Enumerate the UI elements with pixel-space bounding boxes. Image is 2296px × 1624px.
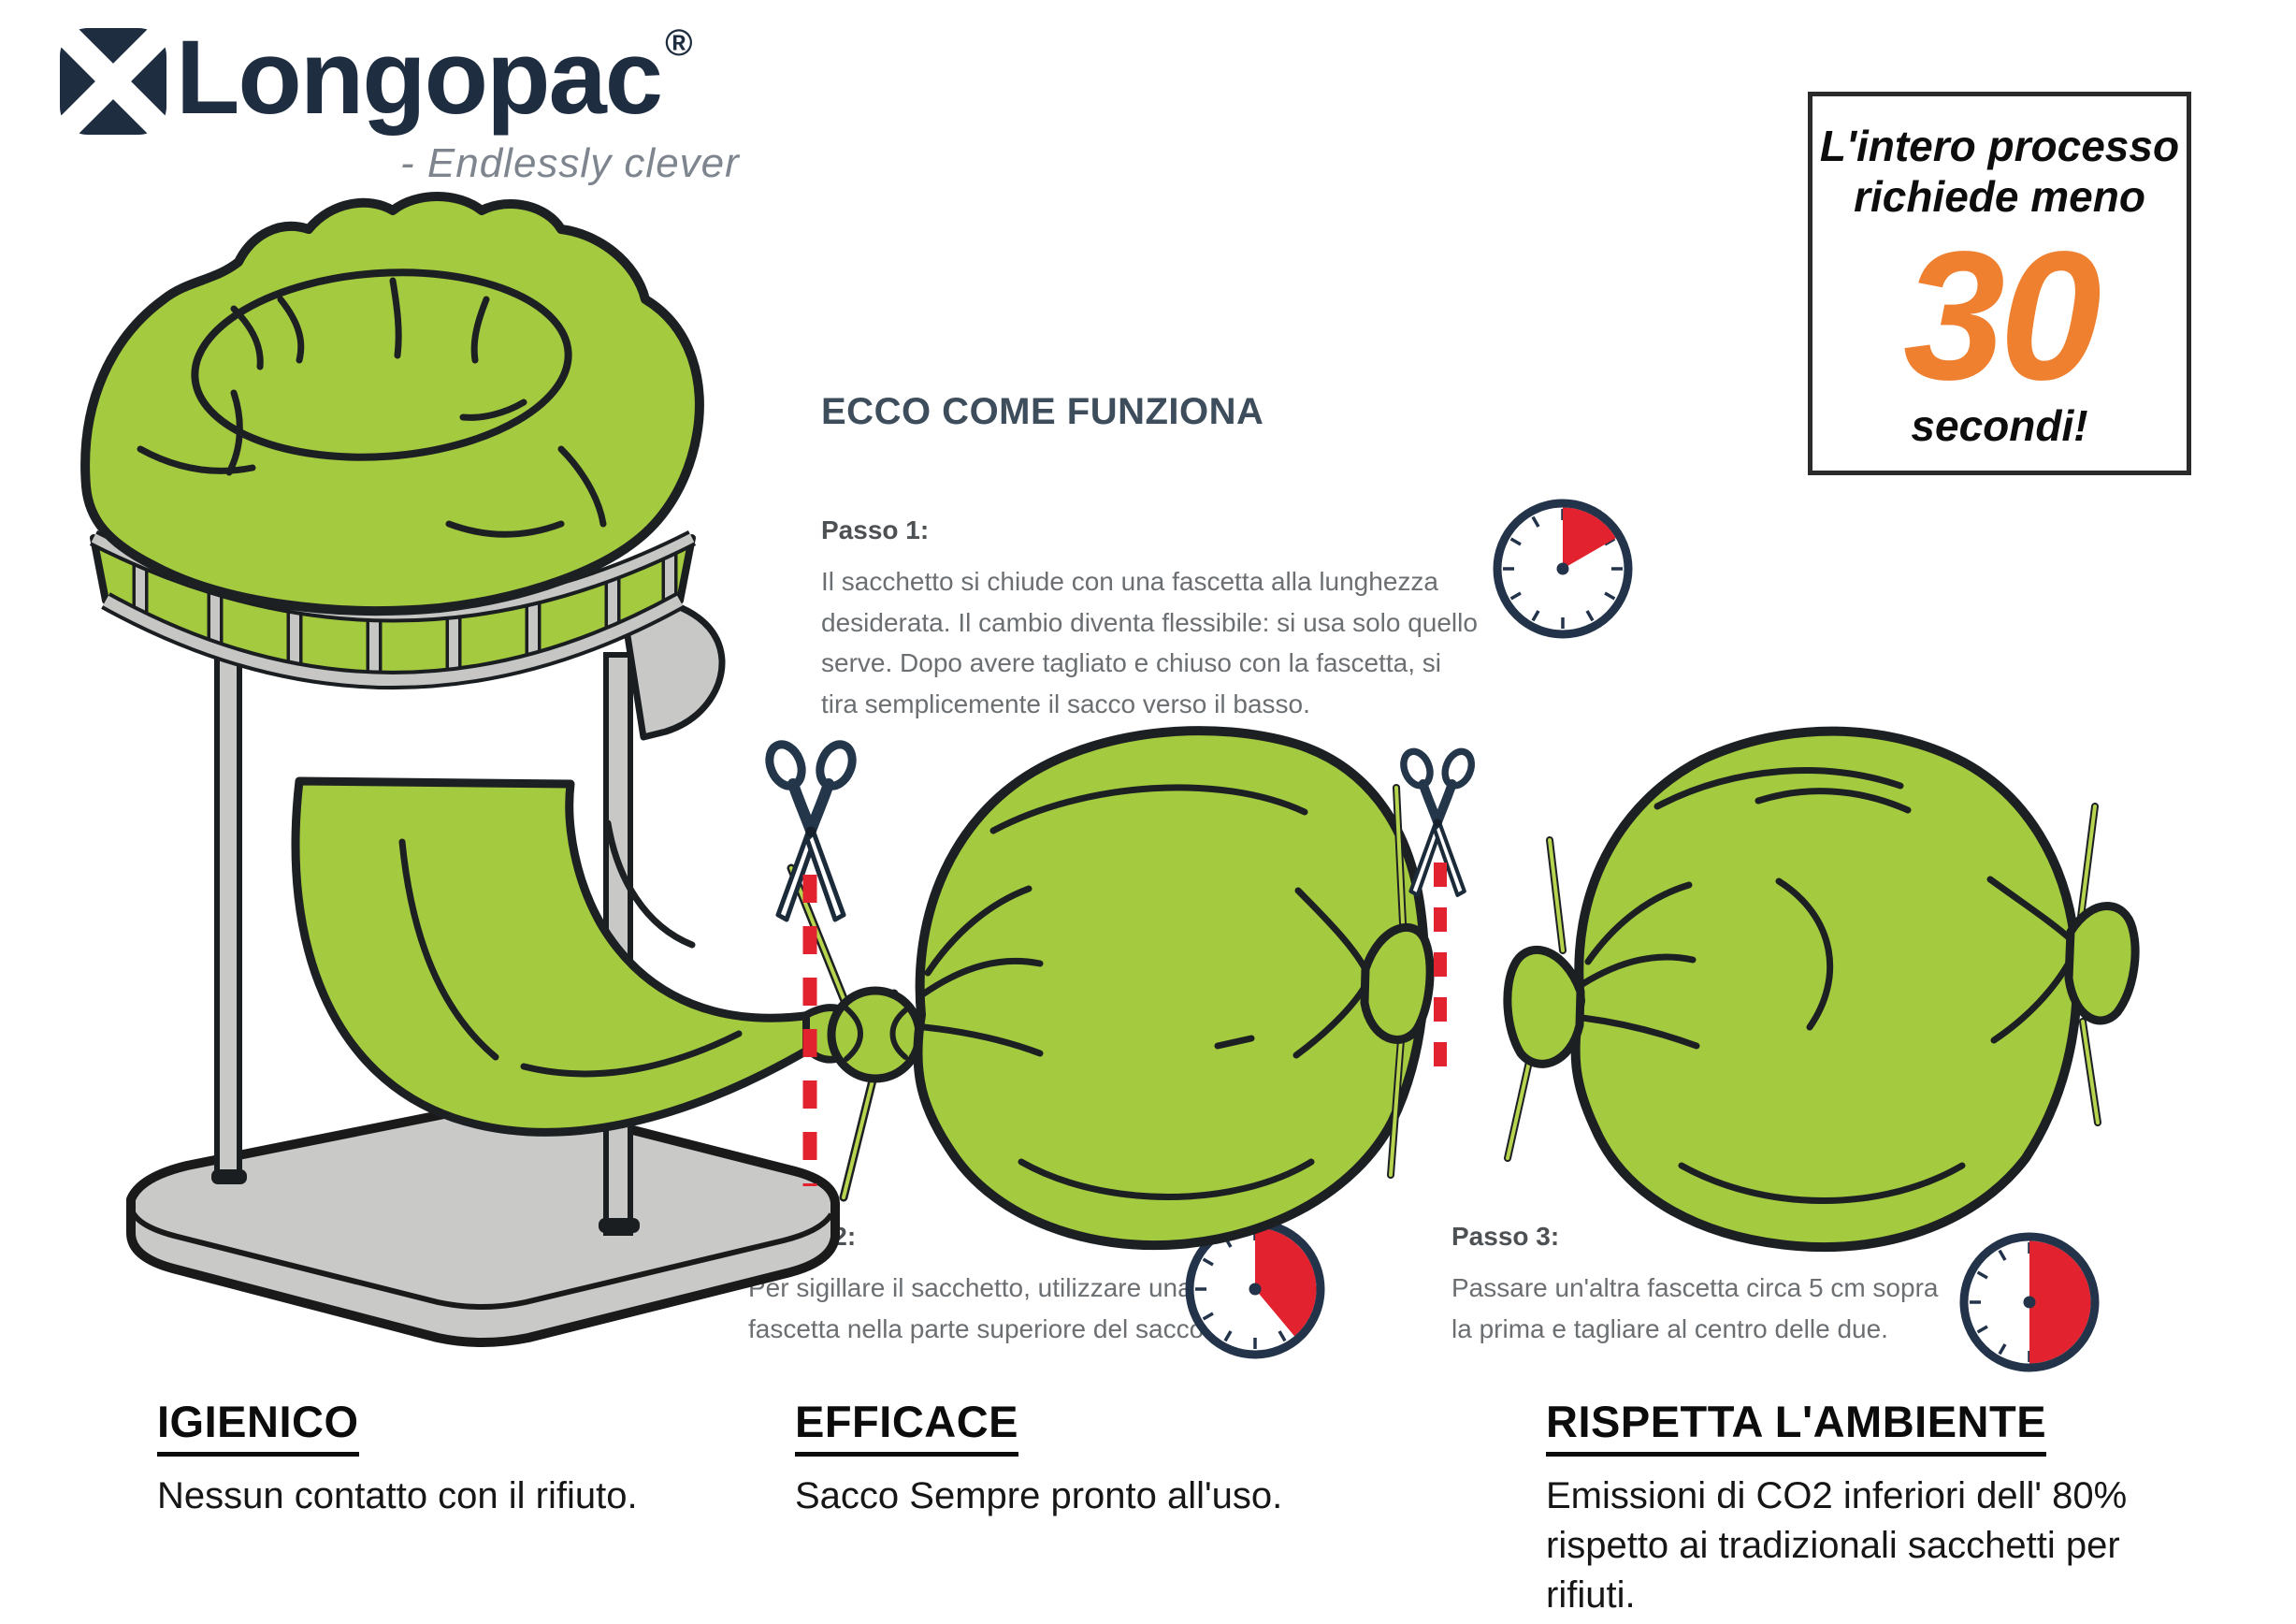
benefit-ambiente: RISPETTA L'AMBIENTE Emissioni di CO2 inf… [1546,1396,2201,1619]
step-3: Passo 3: Passare un'altra fascetta circa… [1451,1216,1949,1349]
stand-bag-top [80,192,704,616]
benefit-igienico-text: Nessun contatto con il rifiuto. [157,1475,638,1516]
callout-line3: secondi! [1911,400,2088,450]
step-2-text: Per sigillare il sacchetto, utilizzare u… [748,1273,1211,1343]
benefit-efficace-text: Sacco Sempre pronto all'uso. [795,1475,1283,1516]
step-1-text: Il sacchetto si chiude con una fascetta … [821,567,1478,718]
bag-stand-illustration [80,192,841,1347]
callout-number: 30 [1902,212,2101,418]
benefit-ambiente-title: RISPETTA L'AMBIENTE [1546,1396,2047,1457]
benefit-ambiente-text: Emissioni di CO2 inferiori dell' 80% ris… [1546,1475,2128,1616]
clock-icon-step1 [1493,499,1633,639]
logo-tagline: - Endlessly clever [400,140,740,186]
benefit-igienico-title: IGIENICO [157,1396,359,1457]
how-it-works-heading: ECCO COME FUNZIONA [821,391,1264,432]
tied-bag-2 [1503,726,2140,1253]
callout-line1: L'intero processo [1819,122,2180,170]
tied-bag-1 [913,726,1435,1251]
thirty-seconds-callout: L'intero processo richiede meno 30 secon… [1808,92,2191,475]
benefit-efficace-title: EFFICACE [795,1396,1018,1457]
stand-leg-left [214,643,242,1183]
benefit-efficace: EFFICACE Sacco Sempre pronto all'uso. [795,1396,1468,1521]
clock-icon-step3 [1959,1232,2100,1372]
step-1: Passo 1: Il sacchetto si chiude con una … [821,510,1480,724]
registered-mark: ® [665,22,693,64]
stand-bag-tail [291,776,816,1137]
step-3-label: Passo 3: [1451,1222,1560,1251]
step-1-label: Passo 1: [821,515,930,544]
benefit-igienico: IGIENICO Nessun contatto con il rifiuto. [157,1396,812,1521]
callout-line2: richiede meno [1854,172,2145,222]
brand-name: Longopac® [176,19,693,136]
longopac-x-icon [56,24,170,138]
step-3-text: Passare un'altra fascetta circa 5 cm sop… [1451,1273,1939,1343]
